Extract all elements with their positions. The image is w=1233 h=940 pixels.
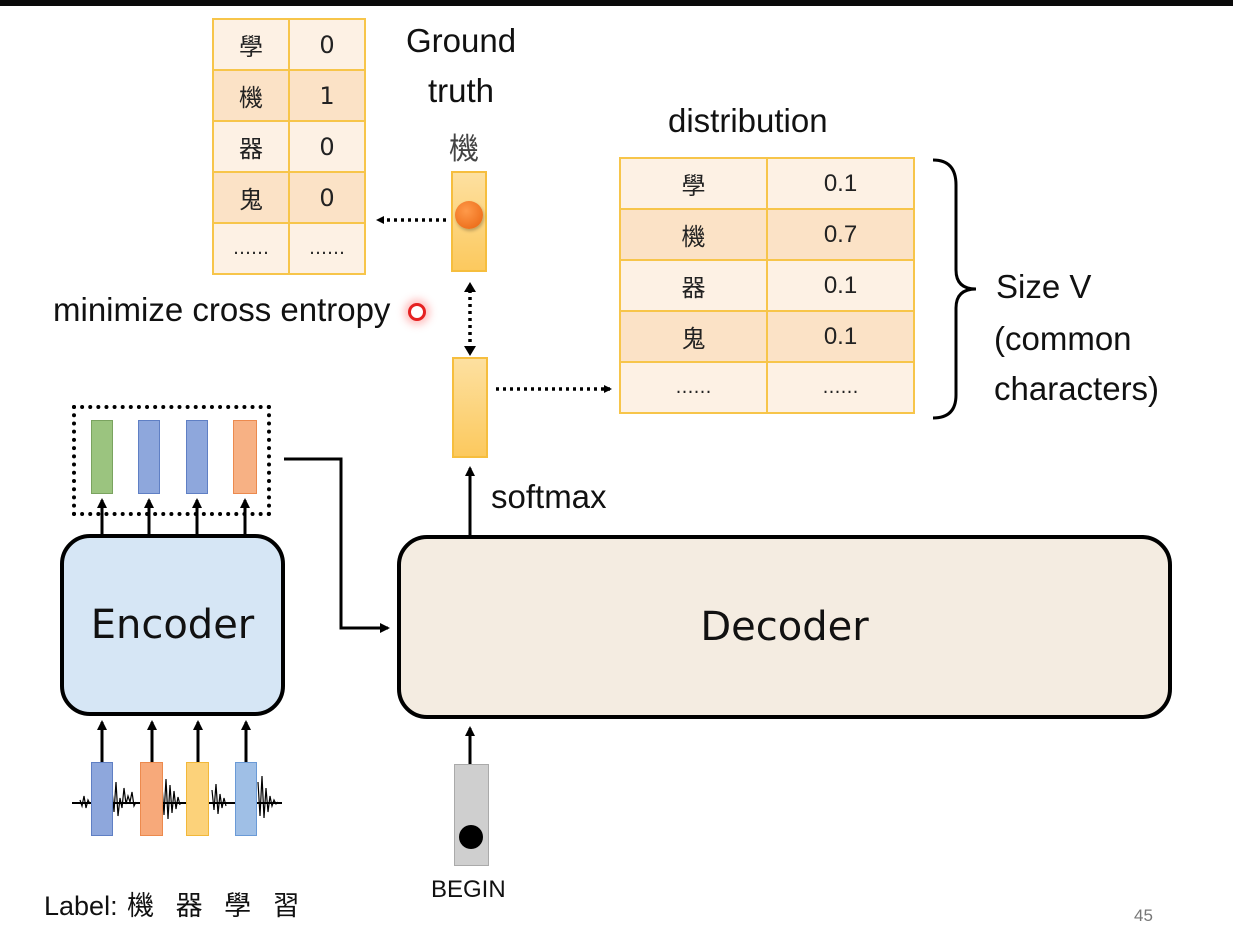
char-cell: 器: [212, 120, 290, 173]
output-vector: [452, 357, 488, 458]
encoder-output-vector: [91, 420, 113, 494]
page-number: 45: [1134, 906, 1153, 925]
ground-truth-title-line2: truth: [428, 72, 495, 109]
value-cell: 0: [288, 120, 366, 173]
char-cell: 學: [619, 157, 768, 210]
encoder-output-vector: [233, 420, 257, 494]
encoder-label: Encoder: [90, 602, 255, 648]
input-label: Label: 機 器 學 習: [44, 884, 300, 923]
top-bar: [0, 0, 1233, 6]
value-cell: 0.1: [766, 310, 915, 363]
encoder-output-vector: [138, 420, 160, 494]
char-cell: ……: [619, 361, 768, 414]
size-v-label: Size V: [996, 268, 1092, 305]
begin-token-vector: [454, 764, 489, 866]
begin-dot-icon: [459, 825, 483, 849]
size-v-label-line3: characters): [994, 370, 1160, 407]
input-label-prefix: Label:: [44, 891, 118, 921]
input-label-char: 器: [175, 891, 203, 922]
char-cell: 機: [212, 69, 290, 122]
char-cell: ……: [212, 222, 290, 275]
size-v-label-line2: (common: [994, 320, 1132, 357]
value-cell: 0.1: [766, 259, 915, 312]
char-cell: 器: [619, 259, 768, 312]
pointer-dot-icon: [408, 303, 426, 321]
softmax-label: softmax: [491, 478, 607, 515]
input-vector: [235, 762, 257, 836]
input-vector: [91, 762, 113, 836]
input-label-char: 習: [272, 891, 300, 922]
encoder-output-vector: [186, 420, 208, 494]
char-cell: 機: [619, 208, 768, 261]
encoder-block: Encoder: [60, 534, 285, 716]
encoder-output-frame: [72, 405, 271, 516]
value-cell: ……: [288, 222, 366, 275]
value-cell: 0: [288, 18, 366, 71]
input-label-char: 機: [127, 891, 155, 922]
ground-truth-title-line1: Ground: [406, 22, 517, 59]
cross-entropy-label: minimize cross entropy: [53, 291, 391, 328]
distribution-title: distribution: [668, 102, 828, 139]
char-cell: 鬼: [619, 310, 768, 363]
table-row: …………: [619, 361, 915, 414]
value-cell: ……: [766, 361, 915, 414]
value-cell: 1: [288, 69, 366, 122]
input-label-char: 學: [224, 891, 252, 922]
value-cell: 0: [288, 171, 366, 224]
encoder-to-decoder-arrow: [284, 457, 390, 633]
char-cell: 鬼: [212, 171, 290, 224]
ground-truth-character: 機: [449, 132, 479, 167]
value-cell: 0.1: [766, 157, 915, 210]
decoder-label: Decoder: [700, 604, 869, 650]
decoder-block: Decoder: [397, 535, 1172, 719]
char-cell: 學: [212, 18, 290, 71]
value-cell: 0.7: [766, 208, 915, 261]
input-vector: [186, 762, 209, 836]
input-vector: [140, 762, 163, 836]
brace-icon: [932, 158, 977, 420]
table-row: …………: [212, 222, 366, 275]
begin-label: BEGIN: [431, 876, 506, 903]
ground-truth-dot-icon: [455, 201, 483, 229]
